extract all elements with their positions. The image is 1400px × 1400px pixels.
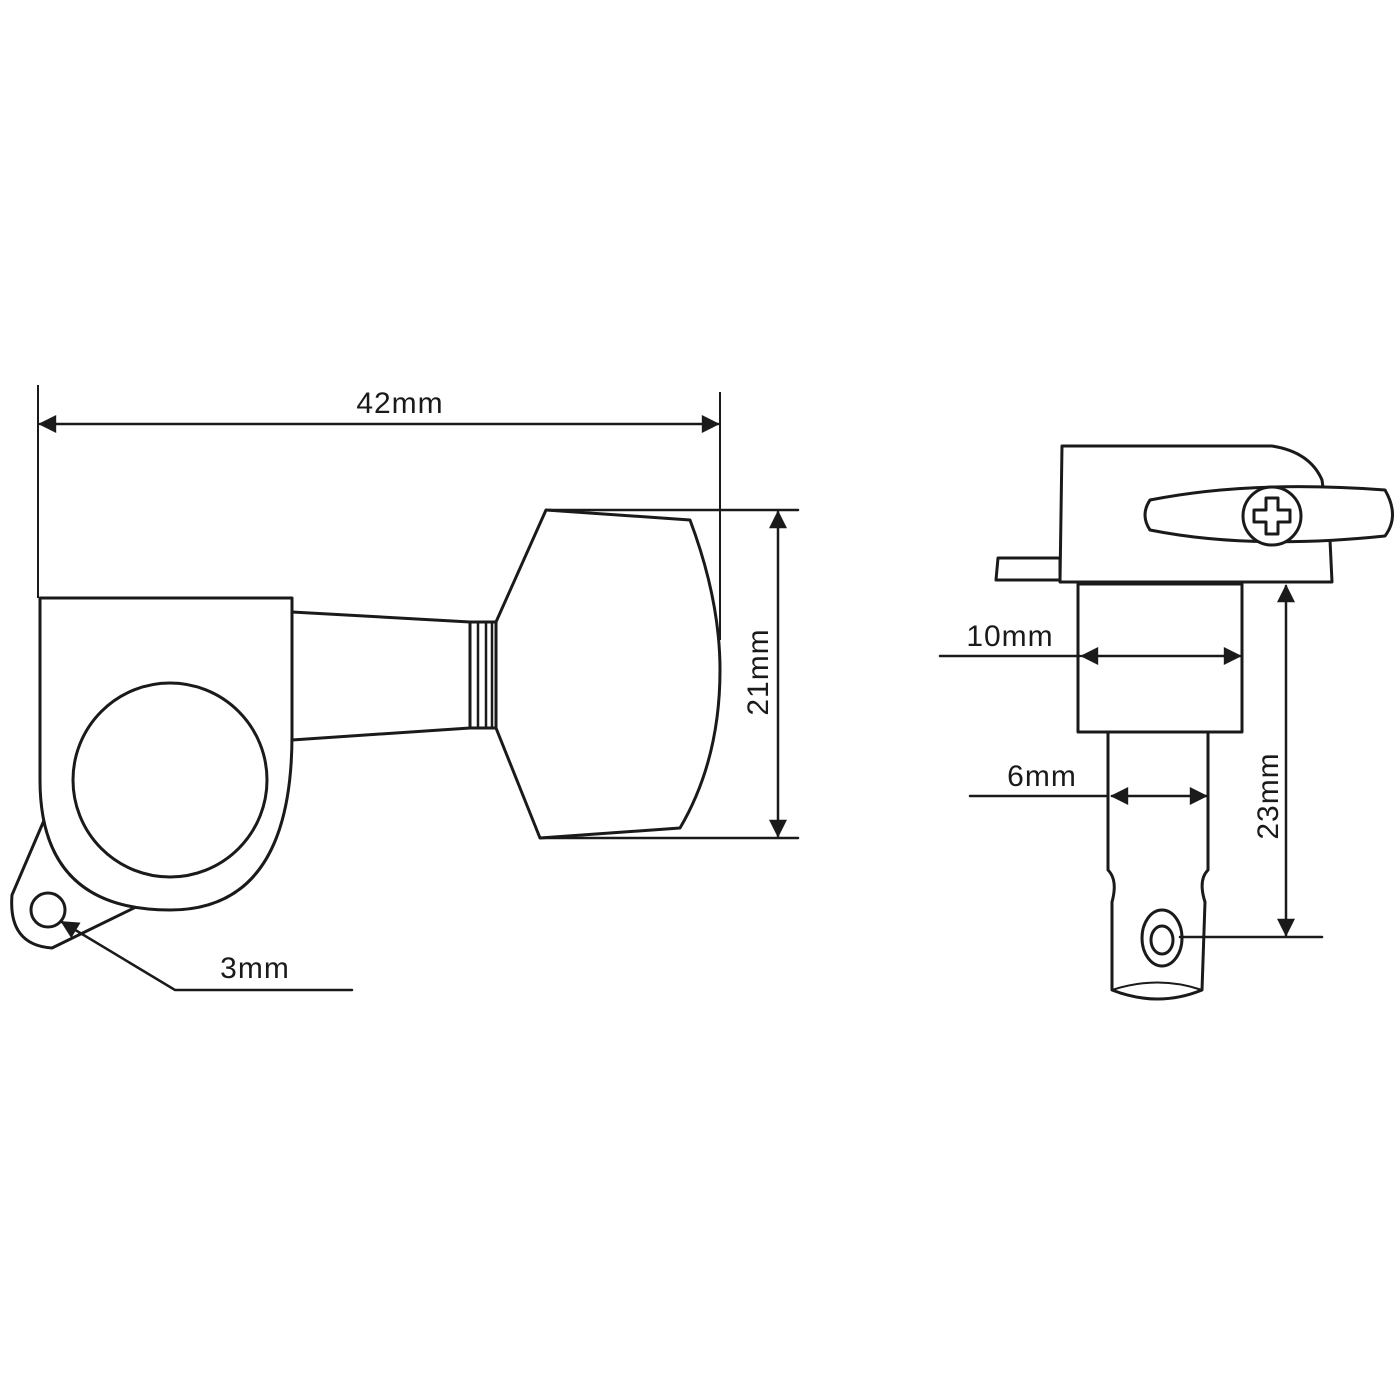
front-view: 10mm 6mm 23mm <box>938 444 1394 1001</box>
bushing <box>1076 582 1244 734</box>
dimension-label: 6mm <box>1007 760 1077 793</box>
dimension-bushing-diameter: 10mm <box>938 620 1242 665</box>
dimension-label: 42mm <box>356 387 443 420</box>
phillips-cross-icon <box>1252 496 1292 536</box>
dimension-label: 23mm <box>1252 752 1285 839</box>
dimension-label: 10mm <box>966 620 1053 653</box>
dimension-button-height: 21mm <box>742 510 787 838</box>
dimension-label: 3mm <box>220 952 290 985</box>
side-view: 42mm 21mm 3mm <box>10 385 800 992</box>
dimension-post-diameter: 6mm <box>968 760 1208 805</box>
dimension-label: 21mm <box>742 628 775 715</box>
base-flange <box>994 556 1062 582</box>
screw-hole <box>29 891 67 929</box>
tuner-shaft <box>290 610 472 742</box>
dimension-screw-hole: 3mm <box>60 920 354 992</box>
dimension-post-height: 23mm <box>1178 584 1324 939</box>
gear-cover <box>71 681 269 879</box>
leader-line <box>60 920 354 992</box>
dimension-overall-length: 42mm <box>38 387 720 433</box>
tuner-key-button <box>494 508 722 840</box>
